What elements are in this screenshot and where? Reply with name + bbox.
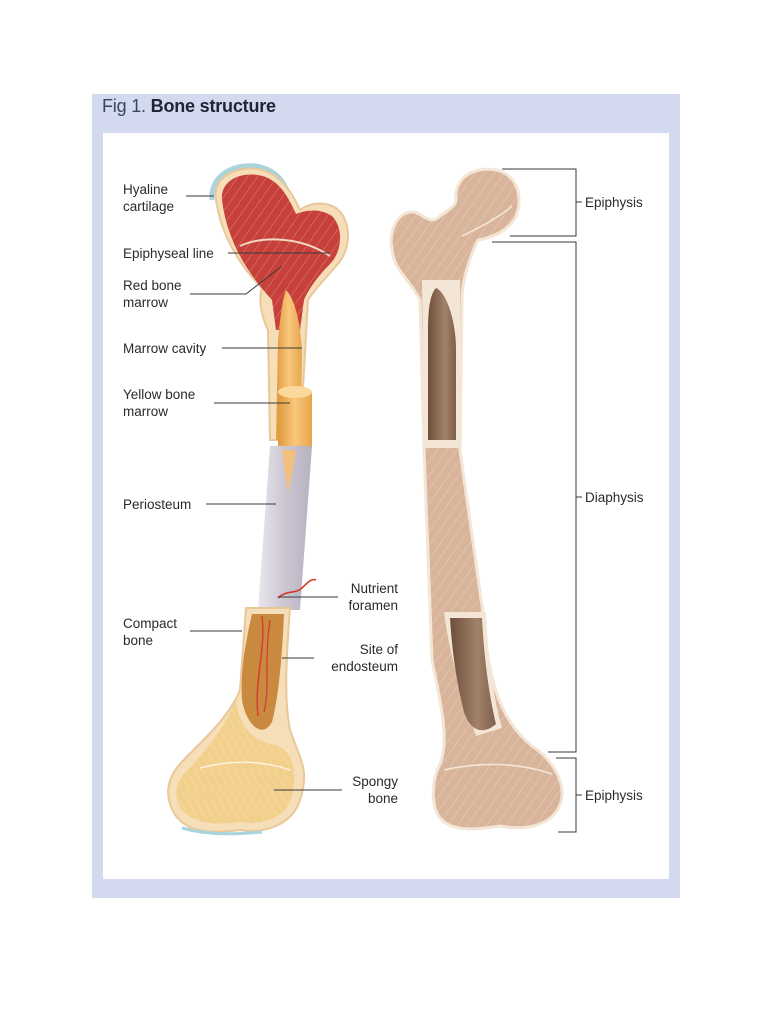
figure-number: Fig 1. <box>102 96 146 116</box>
figure-name: Bone structure <box>150 96 276 116</box>
label-epiphyseal-line: Epiphyseal line <box>123 246 214 261</box>
label-compact-bone: Compact bone <box>123 616 178 648</box>
leader-lines <box>186 195 342 791</box>
label-epiphysis-bottom: Epiphysis <box>585 788 643 803</box>
label-red-bone-marrow: Red bone marrow <box>123 278 182 310</box>
diaphysis-bracket <box>492 241 577 753</box>
region-brackets <box>492 168 582 833</box>
label-hyaline-cartilage: Hyaline cartilage <box>123 182 175 214</box>
nutrient-foramen-vessel <box>277 578 317 599</box>
label-nutrient-foramen: Nutrient foramen <box>348 581 398 613</box>
periosteum-shape <box>258 446 312 610</box>
label-periosteum: Periosteum <box>123 497 192 512</box>
epiphyseal-line-shape <box>239 238 331 257</box>
label-spongy-bone: Spongy bone <box>352 774 398 806</box>
label-diaphysis: Diaphysis <box>585 490 644 505</box>
label-yellow-bone-marrow: Yellow bone marrow <box>123 387 196 419</box>
label-epiphysis-top: Epiphysis <box>585 195 643 210</box>
sectioned-bone <box>167 163 349 836</box>
whole-bone <box>389 167 564 831</box>
label-site-of-endosteum: Site of endosteum <box>331 642 398 674</box>
label-marrow-cavity: Marrow cavity <box>123 341 207 356</box>
yellow-bone-marrow-cylinder <box>278 386 312 448</box>
figure-title: Fig 1. Bone structure <box>102 96 276 117</box>
lower-marrow-cavity <box>241 614 284 730</box>
